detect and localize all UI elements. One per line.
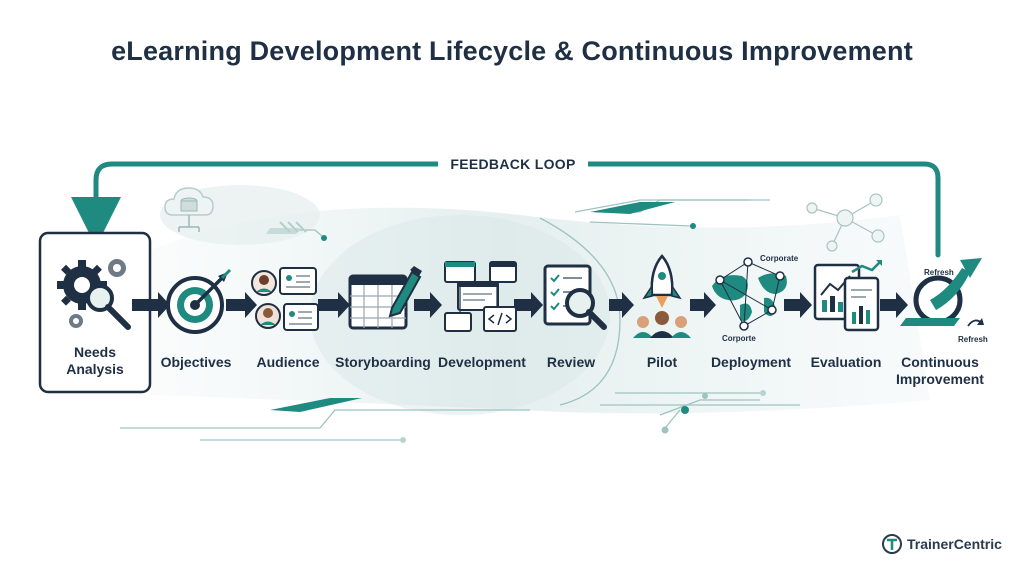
improvement-tag-refresh-2: Refresh xyxy=(958,335,988,344)
cloud-database-icon xyxy=(164,187,214,232)
evaluation-charts-icon xyxy=(813,260,882,332)
network-nodes-icon xyxy=(806,193,885,252)
brand-name: TrainerCentric xyxy=(907,536,1002,552)
stage-label-audience: Audience xyxy=(256,354,320,370)
world-map-network-icon xyxy=(712,257,787,331)
stage-label-pilot: Pilot xyxy=(646,354,678,370)
review-checklist-icon xyxy=(543,264,607,330)
feedback-loop-label: FEEDBACK LOOP xyxy=(438,156,588,172)
audience-profiles-icon xyxy=(251,267,319,331)
page-title: eLearning Development Lifecycle & Contin… xyxy=(111,36,913,66)
stage-label-continuous-improvement: Continuous Improvement xyxy=(896,354,984,387)
improvement-tag-refresh-1: Refresh xyxy=(924,268,954,277)
stage-label-development: Development xyxy=(438,354,526,370)
trainercentric-logo-icon xyxy=(882,534,902,554)
stage-label-deployment: Deployment xyxy=(710,354,792,370)
stage-label-review: Review xyxy=(546,354,596,370)
deployment-tag-corporate: Corporate xyxy=(760,254,799,263)
deployment-tag-corporte: Corporte xyxy=(722,334,756,343)
stage-label-storyboarding: Storyboarding xyxy=(335,354,431,370)
background-wash xyxy=(150,185,930,415)
stage-label-needs-analysis: Needs Analysis xyxy=(66,344,124,377)
storyboard-pencil-icon xyxy=(348,266,422,330)
brand-logo: TrainerCentric xyxy=(882,534,1002,554)
target-arrow-icon xyxy=(166,268,232,334)
gears-magnifier-icon xyxy=(57,259,131,330)
development-screens-icon xyxy=(444,261,517,332)
rocket-team-icon xyxy=(633,254,691,338)
improvement-cycle-icon xyxy=(900,258,984,327)
stage-label-evaluation: Evaluation xyxy=(810,354,882,370)
accent-bars xyxy=(266,202,675,412)
stage-label-objectives: Objectives xyxy=(160,354,232,370)
stage-arrows xyxy=(132,292,908,318)
